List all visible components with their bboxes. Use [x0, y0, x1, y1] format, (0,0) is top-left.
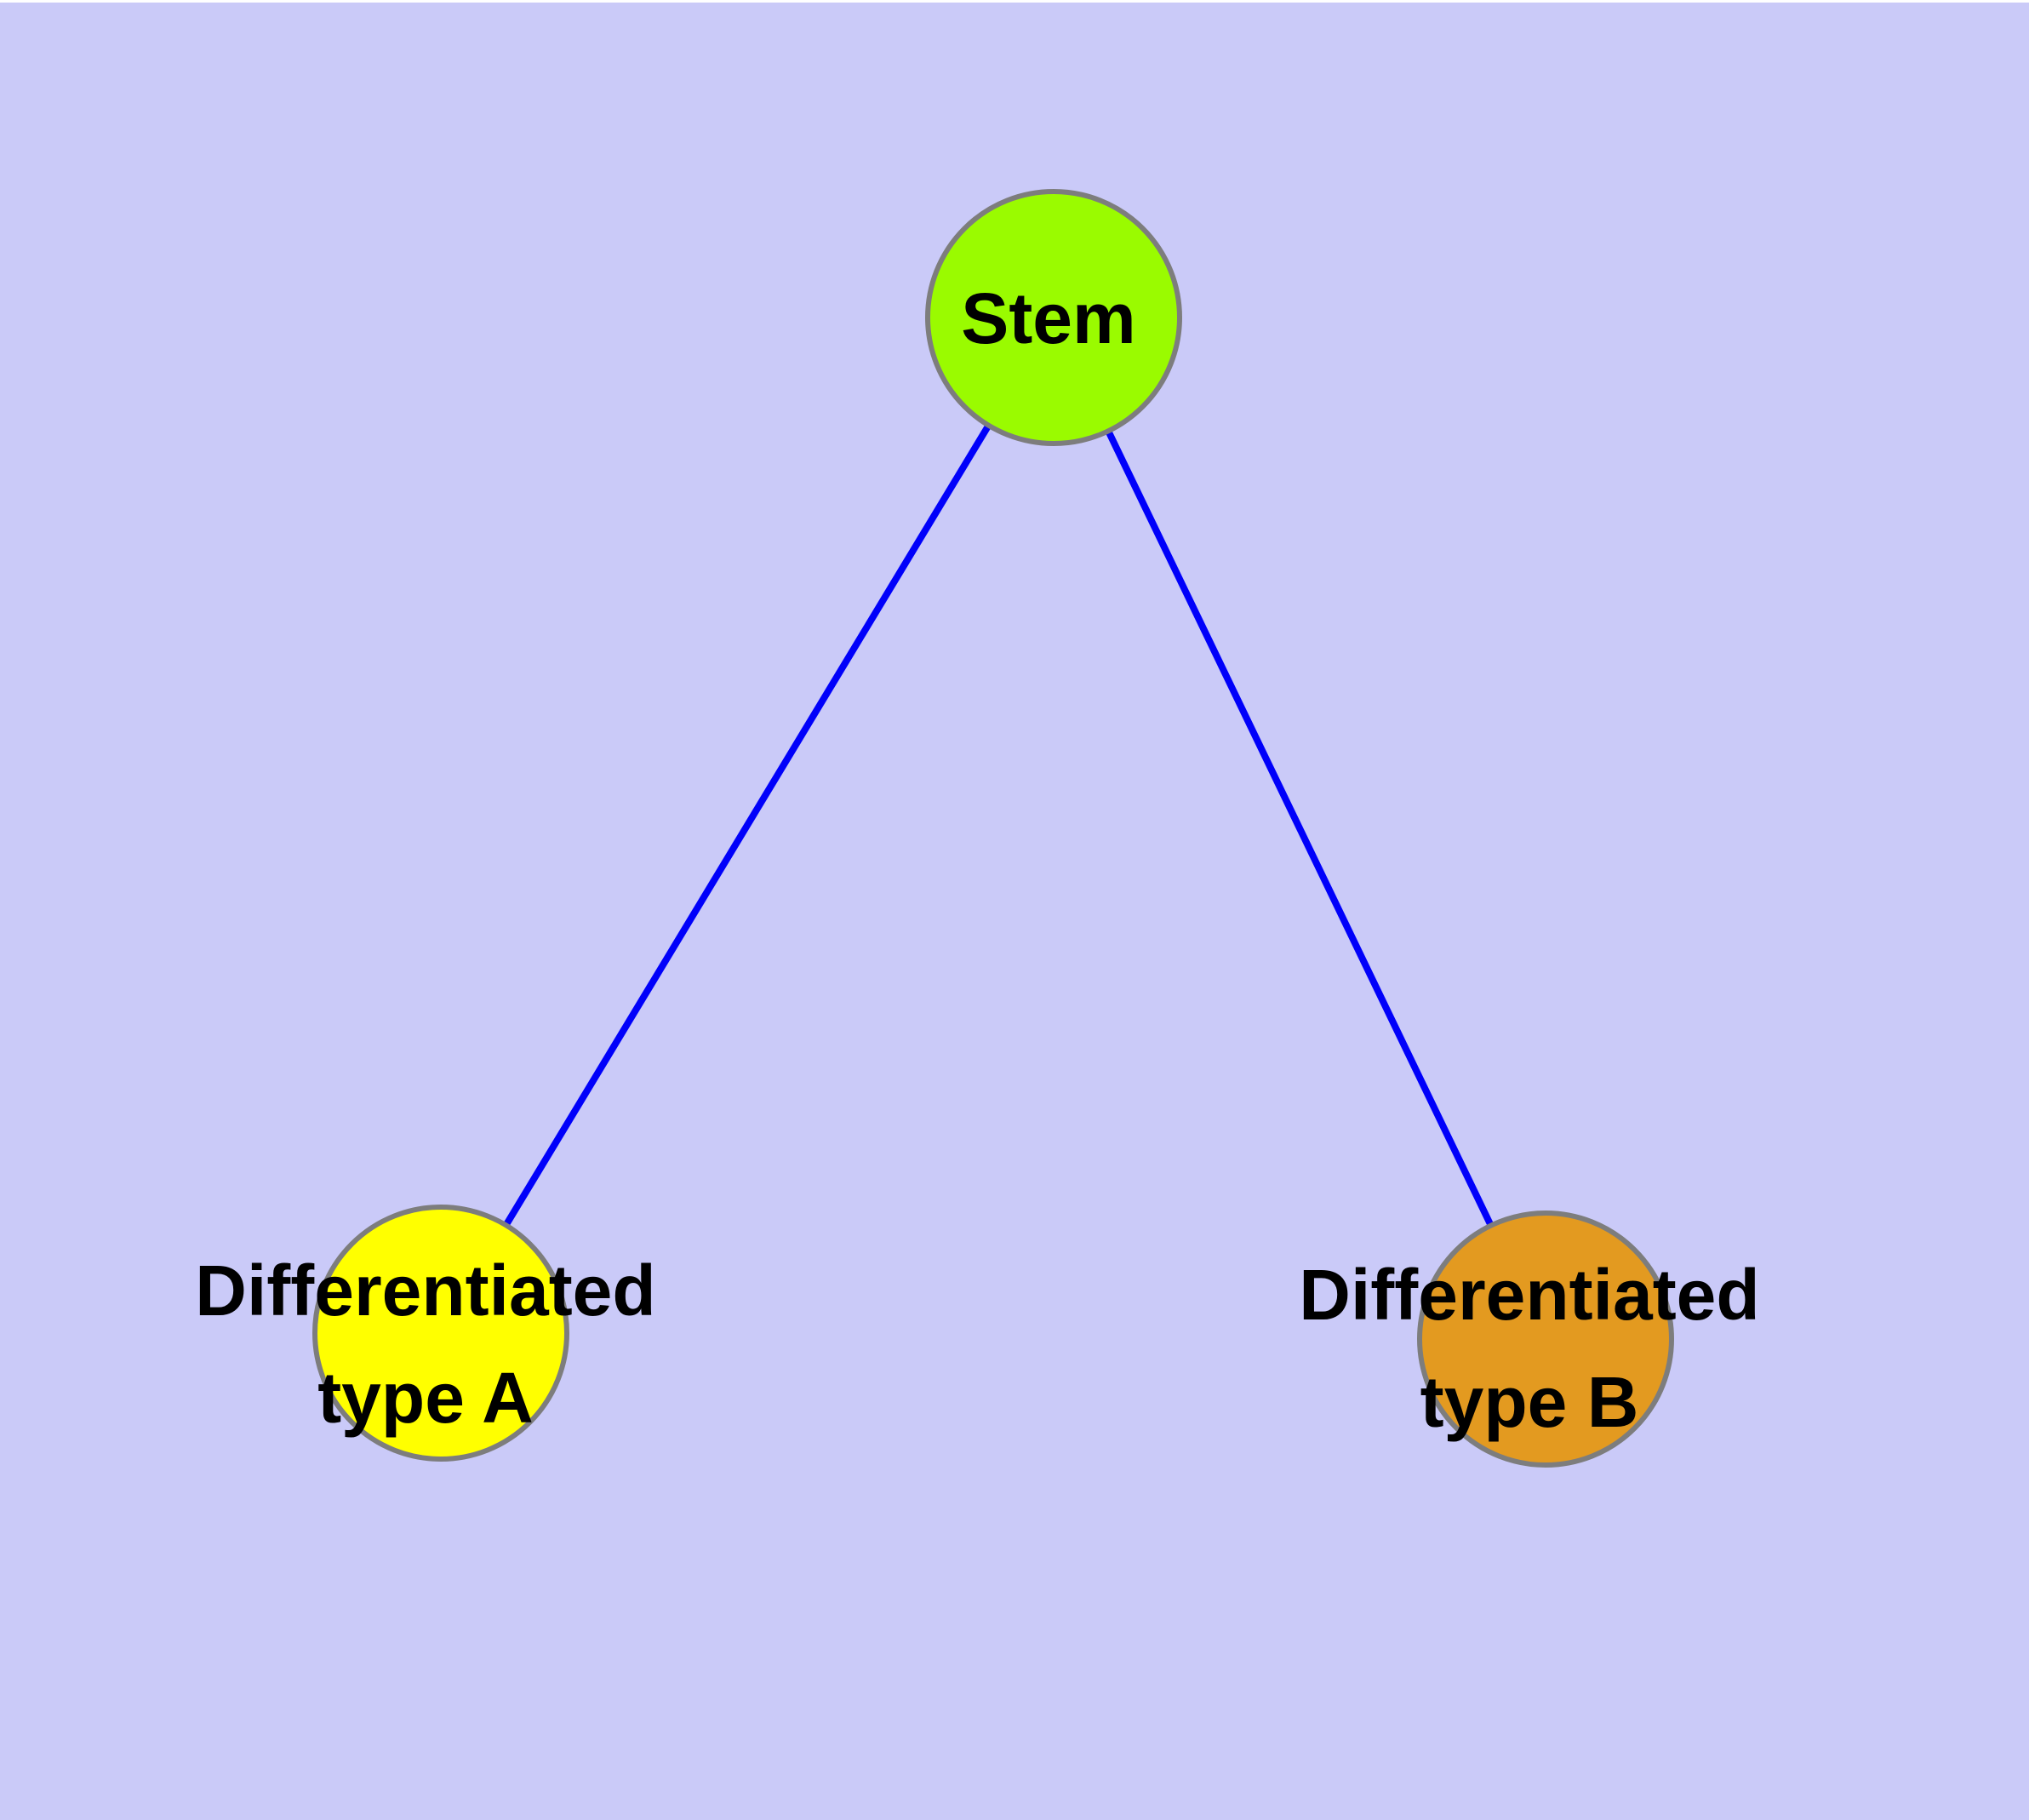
window-top-border [0, 0, 2029, 3]
node-stem [925, 189, 1182, 446]
node-type-a-label-line1: Differentiated [195, 1251, 656, 1331]
node-stem-label: Stem [961, 265, 1135, 372]
node-differentiated-type-a [312, 1205, 569, 1462]
node-type-a-label-line2: type A [317, 1358, 534, 1438]
node-stem-label-text: Stem [961, 278, 1136, 358]
edge-stem-to-type-a [437, 315, 1057, 1336]
node-type-b-label: Differentiated type B [1299, 1241, 1759, 1456]
node-differentiated-type-b [1417, 1210, 1674, 1468]
node-type-b-label-line1: Differentiated [1299, 1255, 1760, 1335]
node-type-b-label-line2: type B [1420, 1362, 1639, 1442]
edge-stem-to-type-b [1050, 316, 1549, 1341]
node-type-a-label: Differentiated type A [195, 1237, 655, 1451]
